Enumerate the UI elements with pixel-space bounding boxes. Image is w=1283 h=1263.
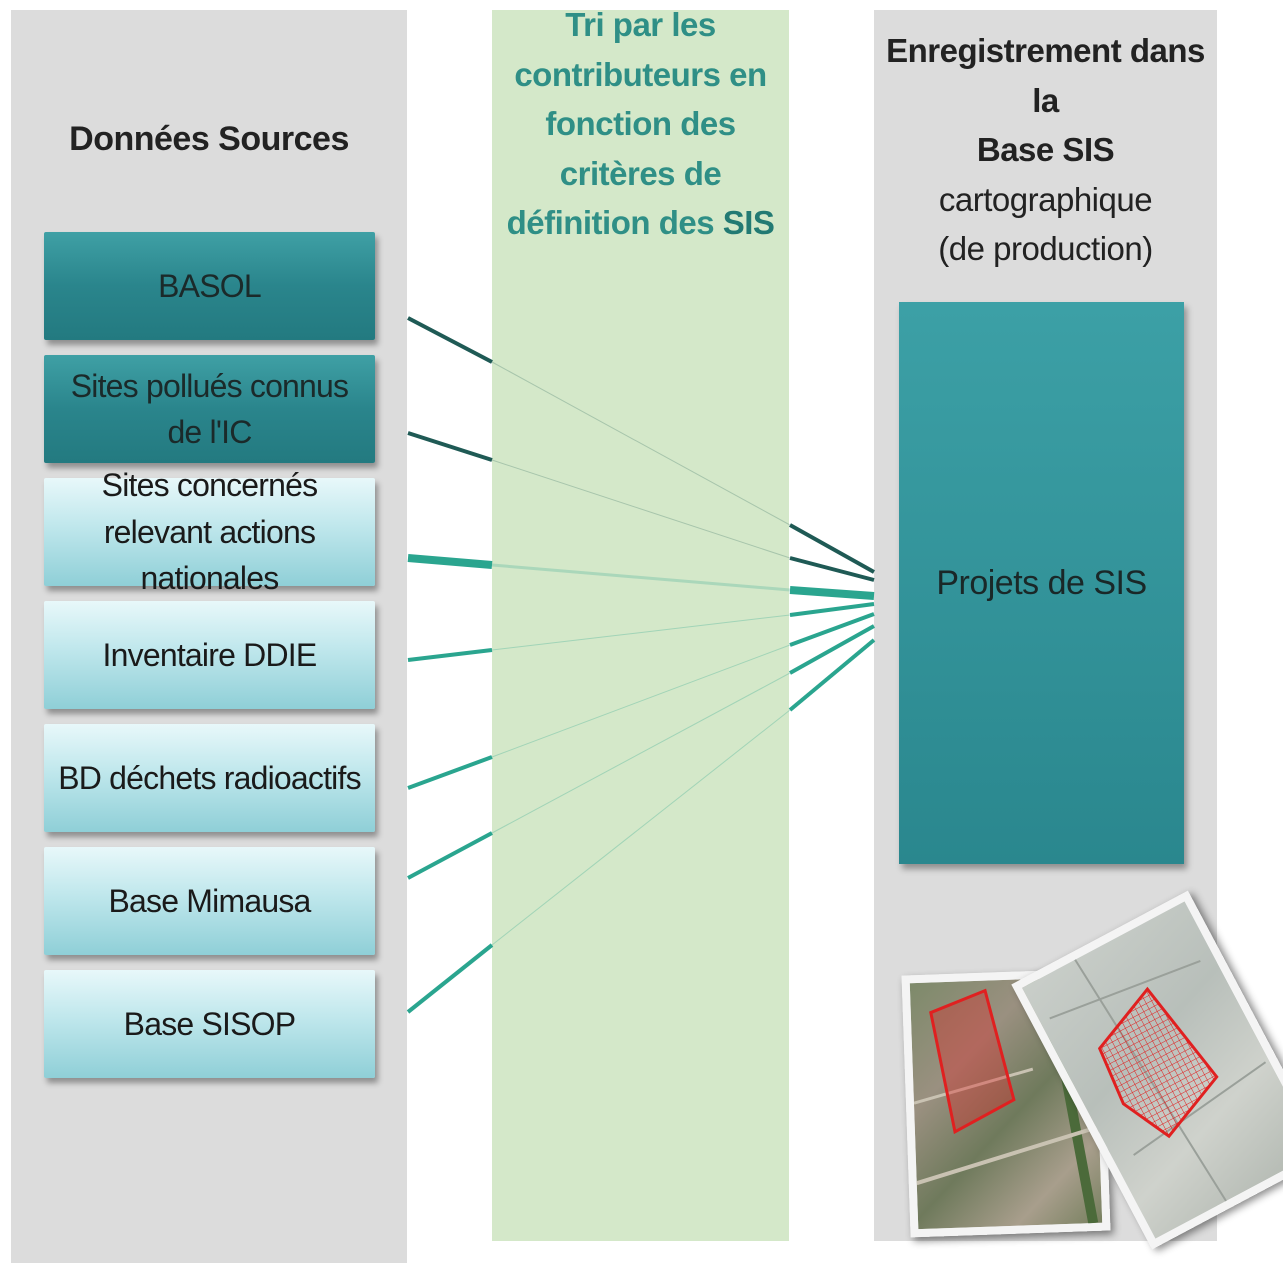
connector-mimausa xyxy=(407,624,875,880)
source-basol: BASOL xyxy=(44,232,375,340)
source-base-mimausa: Base Mimausa xyxy=(44,847,375,955)
sources-column-title: Données Sources xyxy=(69,120,349,158)
source-inventaire-ddie: Inventaire DDIE xyxy=(44,601,375,709)
connector-sites-ic xyxy=(407,431,875,582)
connector-actions-nationales xyxy=(407,554,875,600)
connector-sisop xyxy=(406,638,876,1014)
registration-column-title: Enregistrement dans la Base SIS cartogra… xyxy=(886,32,1205,267)
cadastral-map-overlay xyxy=(1049,959,1267,1202)
target-projets-sis: Projets de SIS xyxy=(899,302,1184,864)
source-bd-dechets: BD déchets radioactifs xyxy=(44,724,375,832)
sorting-column: Tri par les contributeurs en fonction de… xyxy=(492,6,789,1241)
connector-dechets xyxy=(407,612,875,790)
source-actions-nationales: Sites concernés relevant actions nationa… xyxy=(44,467,375,596)
cadastral-map-image xyxy=(1011,890,1283,1250)
source-sites-ic: Sites pollués connus de l'IC xyxy=(44,355,375,463)
sorting-column-title: Tri par les contributeurs en fonction de… xyxy=(506,6,775,241)
connector-basol xyxy=(407,316,875,574)
connector-ddie xyxy=(407,602,875,662)
source-base-sisop: Base SISOP xyxy=(44,970,375,1078)
